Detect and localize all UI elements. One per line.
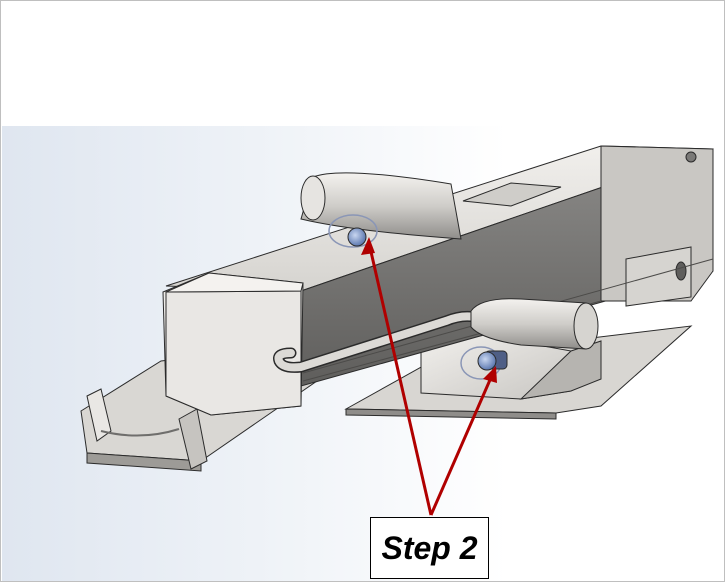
- handle-cylinder: [470, 298, 599, 350]
- lower-pin: [460, 346, 508, 380]
- rear-cylinder: [300, 172, 462, 240]
- step-label-box: Step 2: [370, 517, 489, 579]
- hairpin-rod: [273, 310, 487, 373]
- annotation-arrows: [361, 237, 497, 516]
- upper-pin: [328, 214, 378, 248]
- end-block: [162, 272, 304, 416]
